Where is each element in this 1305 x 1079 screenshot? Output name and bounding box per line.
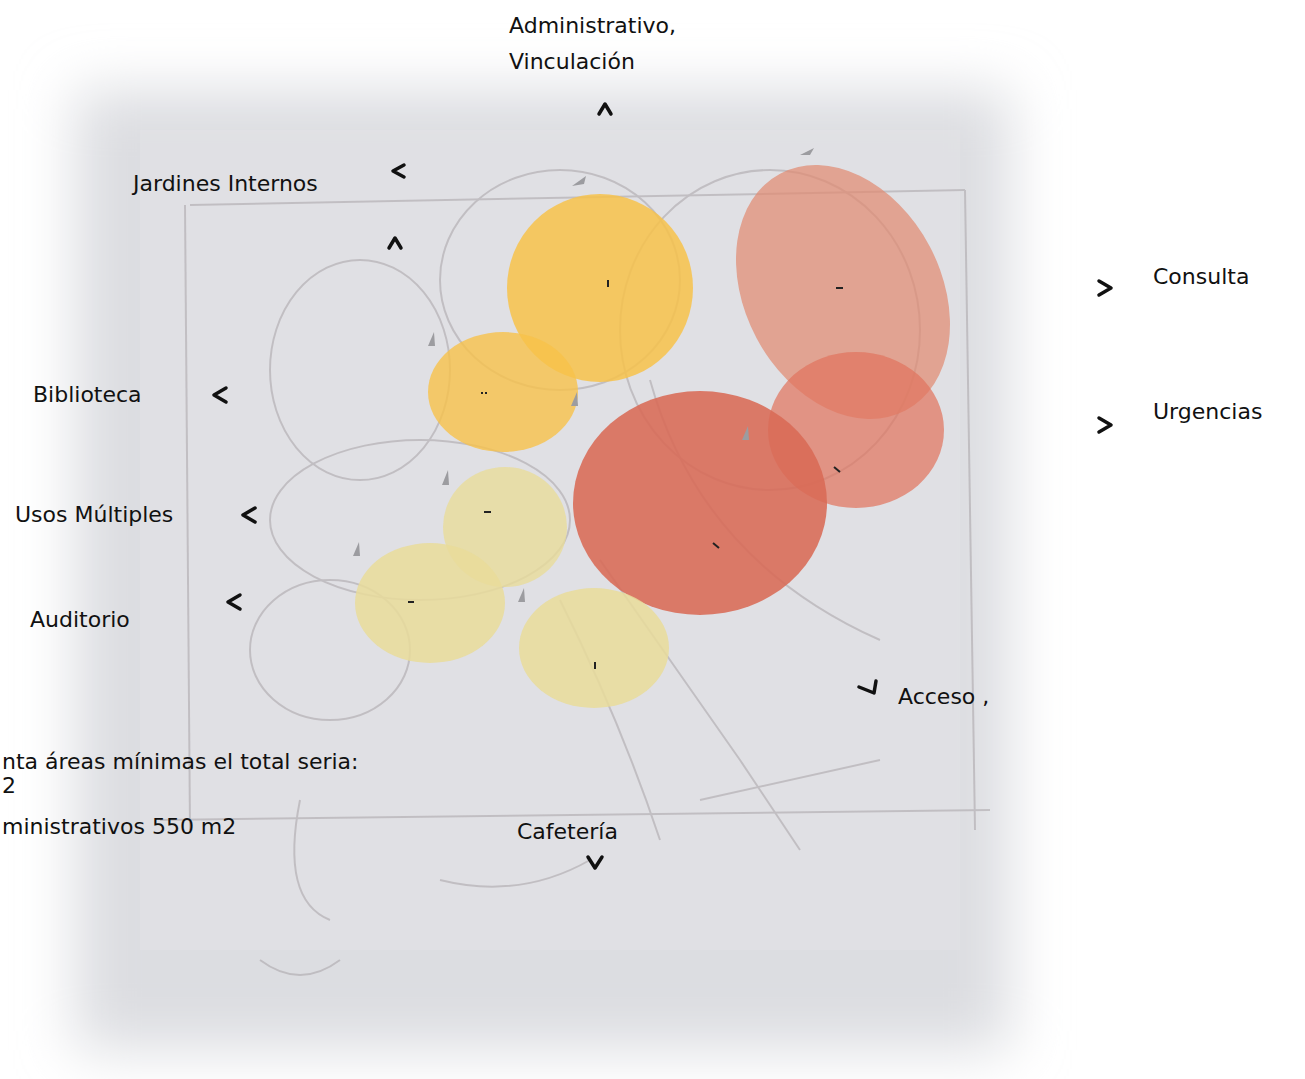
note-text: 2 xyxy=(2,768,16,804)
zone-label: Acceso , xyxy=(898,679,989,715)
zone-bubbles xyxy=(355,128,992,708)
zone-bubble xyxy=(573,391,827,615)
note-text: nta áreas mínimas el total seria: xyxy=(2,744,359,780)
zone-label: Urgencias xyxy=(1153,394,1262,430)
zone-label: Usos Múltiples xyxy=(15,497,173,533)
zone-label: Jardines Internos xyxy=(133,166,318,202)
zone-bubble xyxy=(355,543,505,663)
zone-label: Biblioteca xyxy=(33,377,142,413)
paper-ground xyxy=(75,90,1010,1050)
zone-label: Auditorio xyxy=(30,602,130,638)
zone-bubble xyxy=(519,588,669,708)
note-text: ministrativos 550 m2 xyxy=(2,809,236,845)
zone-label: Administrativo, Vinculación xyxy=(509,8,759,80)
bubble-marks xyxy=(408,280,843,669)
zone-label: Consulta xyxy=(1153,259,1249,295)
small-ticks xyxy=(353,148,814,602)
zone-bubble xyxy=(428,332,578,452)
zone-label: Cafetería xyxy=(517,814,618,850)
